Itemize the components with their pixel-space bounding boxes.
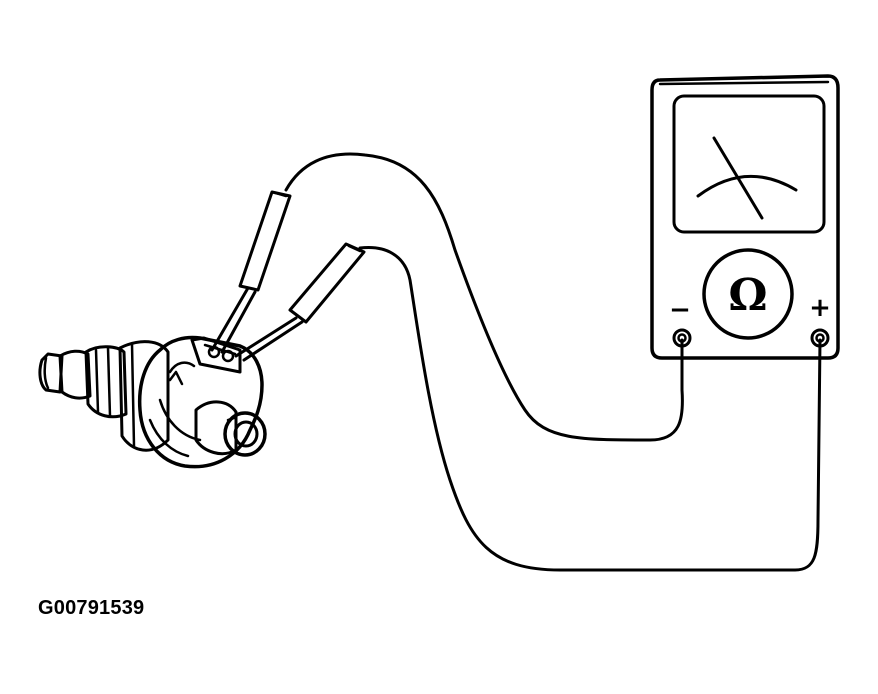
ohm-symbol: Ω: [728, 270, 767, 321]
ohm-selector-dial: [702, 248, 794, 340]
figure-id-label: G00791539: [38, 597, 145, 619]
meter-display: [672, 94, 826, 234]
positive-lead-wire: [358, 245, 822, 572]
positive-terminal: [810, 328, 830, 348]
fuel-injector: [38, 335, 267, 469]
positive-terminal-label: +: [809, 293, 831, 323]
negative-terminal-label: −: [669, 295, 691, 325]
meter-needle: [712, 136, 764, 220]
positive-test-probe: [234, 242, 366, 362]
negative-terminal: [672, 328, 692, 348]
ohmmeter: Ω − +: [650, 74, 840, 360]
negative-lead-wire: [284, 152, 684, 442]
meter-scale-arc: [696, 174, 798, 198]
